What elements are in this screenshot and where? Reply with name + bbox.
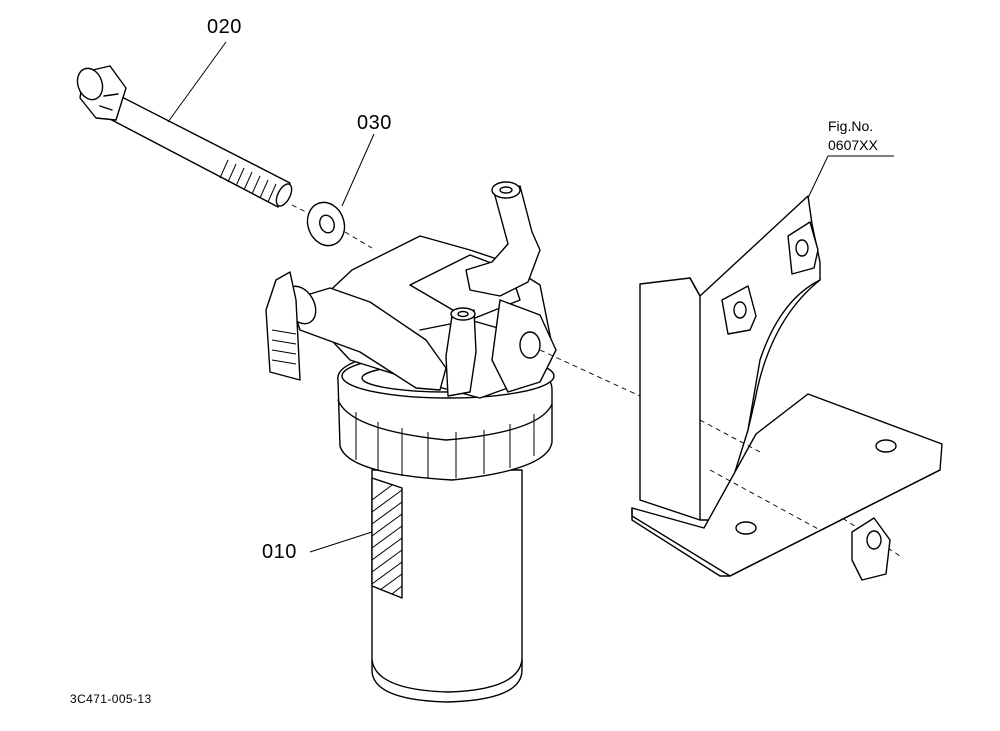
washer-030 — [306, 201, 346, 247]
figure-ref-label: Fig.No. — [828, 118, 874, 134]
mounting-bracket — [631, 195, 943, 581]
callout-030: 030 — [357, 112, 392, 134]
callout-010: 010 — [262, 541, 297, 563]
filter-assembly-010 — [265, 181, 557, 703]
callout-020: 020 — [207, 16, 242, 38]
figure-ref-number: 0607XX — [828, 137, 878, 153]
leader-lines — [167, 41, 894, 553]
bolt-020 — [76, 65, 293, 208]
drawing-code: 3C471-005-13 — [70, 692, 152, 706]
